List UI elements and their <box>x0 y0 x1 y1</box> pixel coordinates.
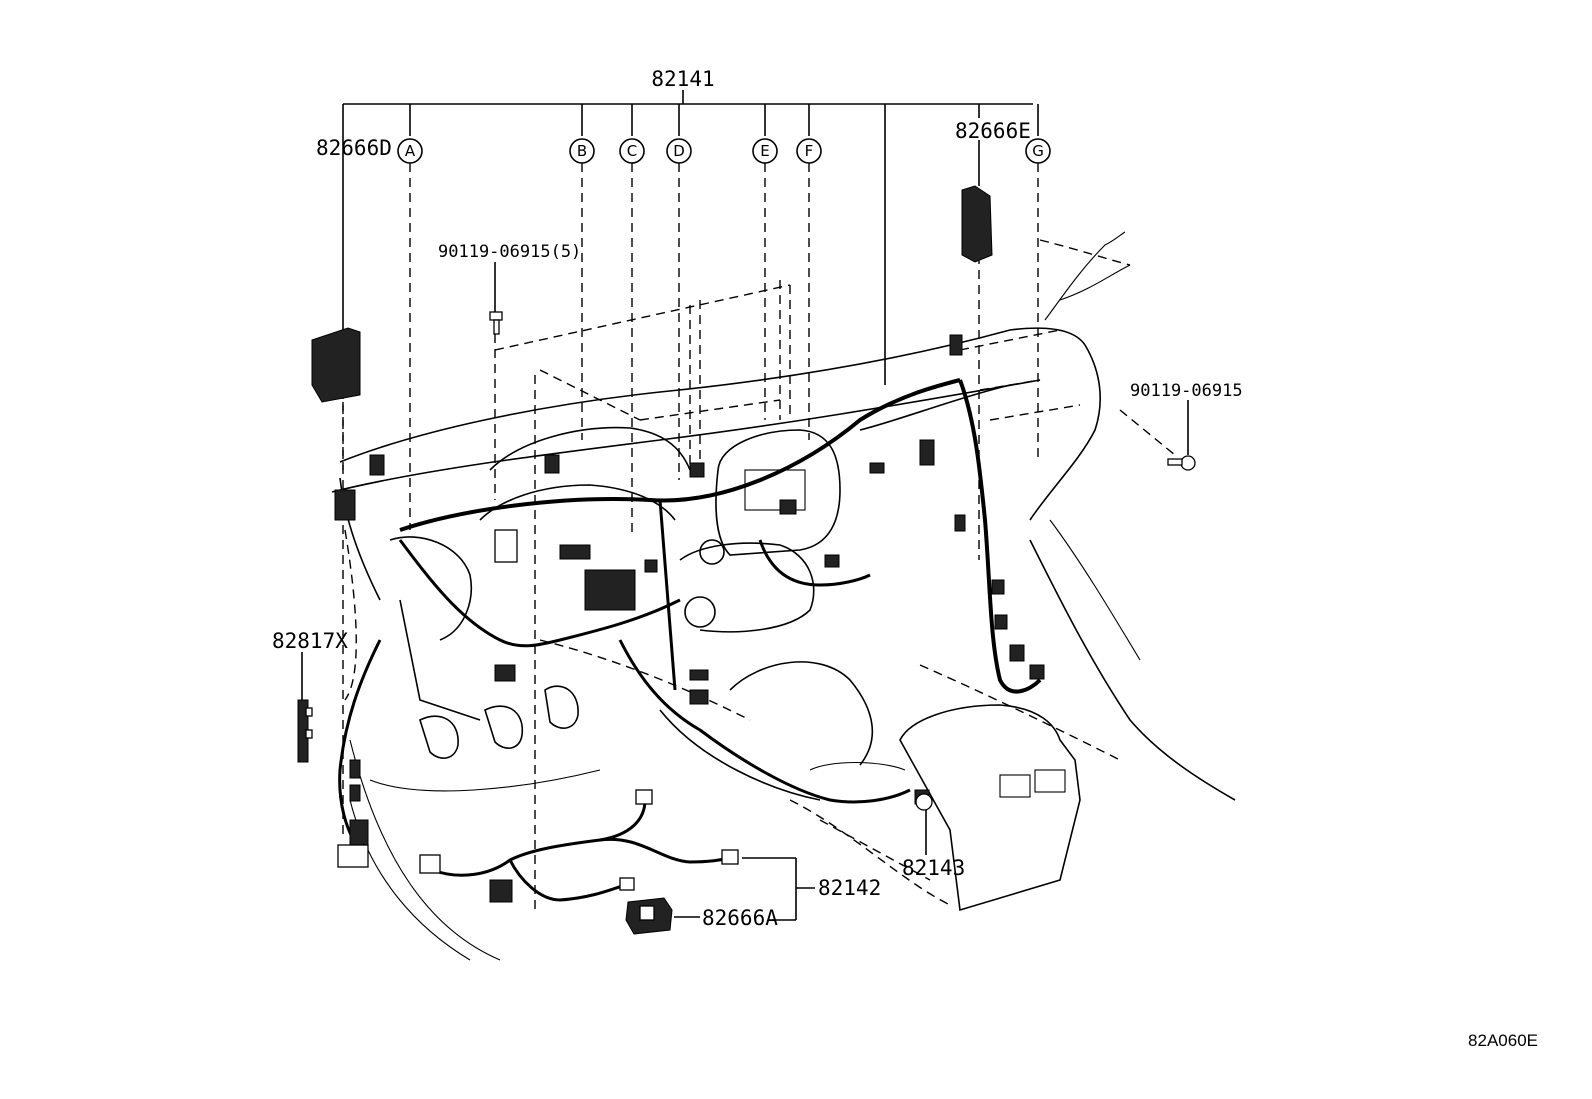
callout-a: A <box>397 138 423 164</box>
callout-b: B <box>569 138 595 164</box>
callout-e: E <box>752 138 778 164</box>
harness-connectors <box>334 334 1045 868</box>
protector-a-part[interactable] <box>625 897 796 935</box>
label-bolt-top: 90119-06915(5) <box>438 242 581 262</box>
label-82666a: 82666A <box>702 906 778 930</box>
callout-d: D <box>666 138 692 164</box>
figure-code: 82A060E <box>1468 1031 1538 1050</box>
label-82666d: 82666D <box>316 136 392 160</box>
label-82143: 82143 <box>902 856 965 880</box>
harness-runs <box>338 378 1042 851</box>
svg-text:B: B <box>577 142 587 160</box>
instrument-panel <box>331 231 1236 961</box>
callout-c: C <box>619 138 645 164</box>
svg-text:A: A <box>405 142 416 160</box>
clamp-part[interactable] <box>297 652 313 763</box>
svg-text:E: E <box>760 142 769 160</box>
console-wire-part[interactable] <box>915 793 933 855</box>
label-82817x: 82817X <box>272 629 348 653</box>
svg-text:C: C <box>627 142 637 160</box>
protector-d-part[interactable] <box>311 148 361 470</box>
callout-leaders <box>342 163 1176 912</box>
svg-text:D: D <box>673 142 685 160</box>
label-bolt-right: 90119-06915 <box>1130 381 1243 401</box>
svg-text:F: F <box>805 142 814 160</box>
bolt-top-part[interactable] <box>489 262 503 500</box>
label-82142: 82142 <box>818 876 881 900</box>
svg-text:G: G <box>1032 142 1044 160</box>
bolt-right-part[interactable] <box>1167 400 1196 471</box>
main-harness-bracket <box>342 90 1039 385</box>
floor-wire-part[interactable] <box>419 789 815 920</box>
protector-e-part[interactable] <box>961 140 993 263</box>
label-82666e: 82666E <box>955 119 1031 143</box>
callout-f: F <box>796 138 822 164</box>
label-82141: 82141 <box>651 67 714 91</box>
